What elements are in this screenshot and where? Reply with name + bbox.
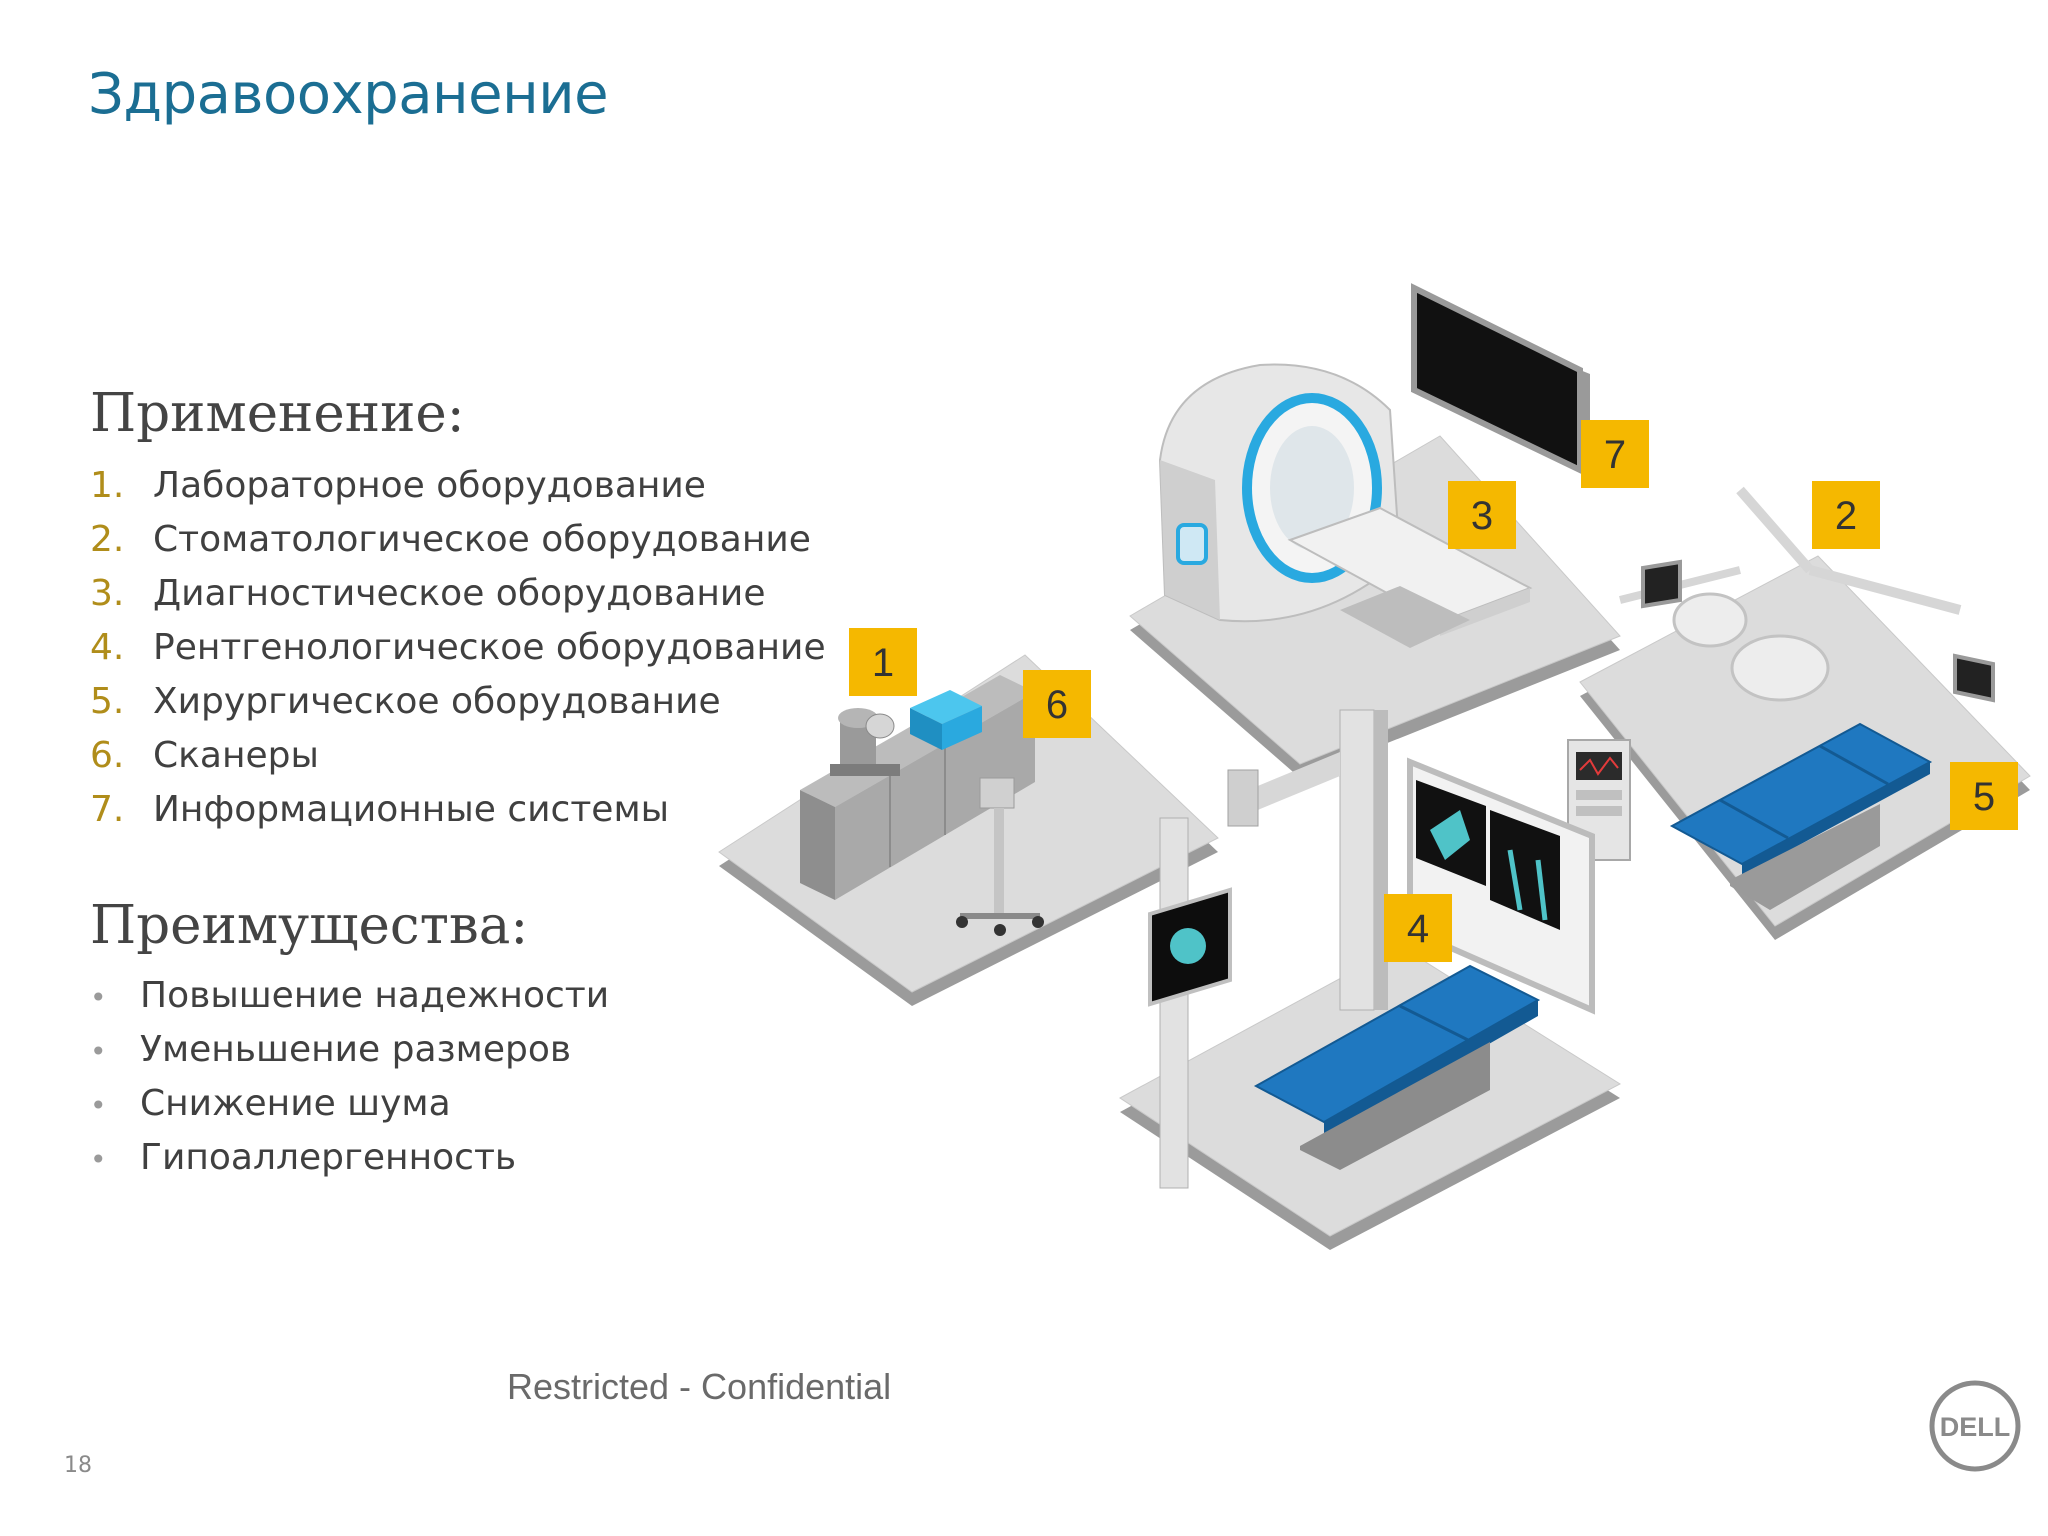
list-number: 6. [90,735,125,776]
marker-1: 1 [849,628,917,696]
list-number: 7. [90,789,125,830]
applications-heading: Применение: [90,383,465,444]
benefits-list: • Повышение надежности • Уменьшение размер… [90,969,609,1185]
marker-2: 2 [1812,481,1880,549]
list-item: • Повышение надежности [90,969,609,1023]
list-item-label: Уменьшение размеров [140,1029,572,1070]
dell-logo: DELL [1929,1380,2021,1472]
list-item-label: Гипоаллергенность [140,1137,517,1178]
list-item-label: Лабораторное оборудование [153,465,706,506]
list-item-label: Информационные системы [153,789,670,830]
list-item: 7. Информационные системы [90,783,826,837]
list-item: 2. Стоматологическое оборудование [90,513,826,567]
xray-station [1119,709,1622,1250]
list-item: 5. Хирургическое оборудование [90,675,826,729]
marker-4: 4 [1384,894,1452,962]
marker-label: 7 [1604,433,1626,477]
list-number: 5. [90,681,125,722]
list-number: 2. [90,519,125,560]
page-number: 18 [64,1453,92,1478]
surgical-station [1567,486,2031,940]
list-item: 4. Рентгенологическое оборудование [90,621,826,675]
list-item: • Гипоаллергенность [90,1131,609,1185]
marker-label: 3 [1471,494,1493,538]
benefits-heading: Преимущества: [90,895,529,956]
bullet-icon: • [90,1089,107,1122]
bullet-icon: • [90,981,107,1014]
list-item-label: Хирургическое оборудование [153,681,721,722]
marker-label: 5 [1973,775,1995,819]
marker-7: 7 [1581,420,1649,488]
bullet-icon: • [90,1035,107,1068]
healthcare-equipment-illustration: 1 2 3 4 5 6 7 [718,283,2031,1250]
marker-label: 2 [1835,494,1857,538]
list-item: 1. Лабораторное оборудование [90,459,826,513]
marker-label: 6 [1046,683,1068,727]
list-item: 3. Диагностическое оборудование [90,567,826,621]
marker-5: 5 [1950,762,2018,830]
marker-3: 3 [1448,481,1516,549]
list-number: 3. [90,573,125,614]
list-number: 1. [90,465,125,506]
confidentiality-footer: Restricted - Confidential [507,1366,892,1407]
marker-label: 1 [872,641,894,685]
list-item: • Снижение шума [90,1077,609,1131]
applications-list: 1. Лабораторное оборудование 2. Стоматолог… [90,459,826,837]
slide-title: Здравоохранение [88,62,609,127]
list-item-label: Стоматологическое оборудование [153,519,811,560]
dell-logo-text: DELL [1940,1412,2011,1442]
list-item: • Уменьшение размеров [90,1023,609,1077]
marker-6: 6 [1023,670,1091,738]
list-item-label: Сканеры [153,735,319,776]
list-item-label: Снижение шума [140,1083,451,1124]
marker-label: 4 [1407,907,1429,951]
list-number: 4. [90,627,125,668]
list-item: 6. Сканеры [90,729,826,783]
bullet-icon: • [90,1143,107,1176]
list-item-label: Диагностическое оборудование [153,573,766,614]
list-item-label: Повышение надежности [140,975,610,1016]
list-item-label: Рентгенологическое оборудование [153,627,826,668]
lab-station [718,654,1219,1006]
